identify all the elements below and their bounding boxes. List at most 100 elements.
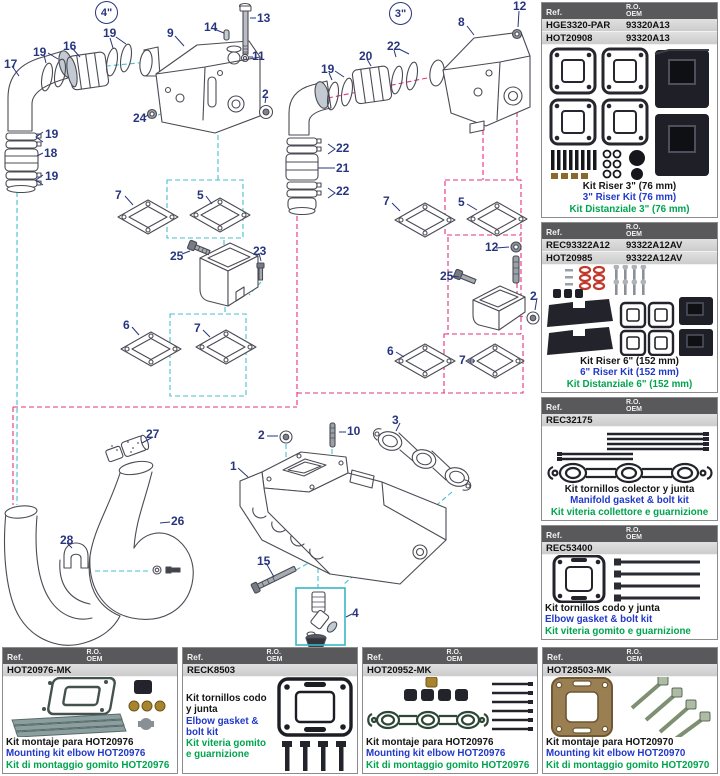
ro-oem-header: R.O.OEM	[626, 649, 643, 663]
callout-11: 11	[252, 49, 265, 63]
riser-3in-kit-image	[542, 45, 717, 181]
part-number-row[interactable]: HOT20952-MK	[363, 664, 537, 677]
part-ref[interactable]: RECK8503	[187, 665, 236, 676]
bolt-25b	[453, 268, 477, 285]
ro-oem-header: R.O.OEM	[446, 649, 463, 663]
ref-header: Ref.	[546, 530, 563, 540]
part-ref[interactable]: REC93322A12	[546, 240, 610, 251]
callout-16: 16	[63, 39, 77, 53]
callout-2: 2	[262, 87, 269, 101]
caption-it: Kit Distanziale 6" (152 mm)	[566, 378, 693, 390]
part-number-row[interactable]: RECK8503	[183, 664, 357, 677]
caption-es: Kit montaje para HOT20976	[366, 737, 494, 749]
part-ref[interactable]: HOT20908	[546, 33, 593, 44]
ref-header: Ref.	[7, 652, 24, 662]
kit-panel-riser-3in: Ref. R.O.OEM HGE3320-PAR 93320A13 HOT209…	[541, 2, 718, 218]
callout-14: 14	[204, 20, 218, 34]
kit-caption: Kit montaje para HOT20976 Mounting kit e…	[363, 737, 537, 773]
callout-21: 21	[336, 161, 350, 175]
caption-it: Kit viteria gomito e guarnizione	[186, 738, 267, 761]
spacer-block-3in	[472, 285, 526, 331]
kit-panel-riser-6in: Ref. R.O.OEM REC93322A12 93322A12AV HOT2…	[541, 222, 718, 393]
part-number-row[interactable]: HOT28503-MK	[543, 664, 717, 677]
kit-caption: Kit Riser 6" (152 mm) 6" Riser Kit (152 …	[542, 356, 717, 392]
part-ref[interactable]: HOT20952-MK	[367, 665, 432, 676]
ref-header: Ref.	[546, 402, 563, 412]
ref-header: Ref.	[547, 652, 564, 662]
caption-en: Elbow gasket & bolt kit	[186, 715, 259, 738]
manifold-gasket-3	[372, 428, 472, 491]
part-number-row[interactable]: REC93322A12 93322A12AV	[542, 239, 717, 252]
caption-es: Kit Riser 6" (152 mm)	[580, 356, 679, 368]
gasket-5b	[466, 201, 528, 237]
caption-en: Elbow gasket & bolt kit	[545, 614, 653, 626]
bolt-23	[256, 262, 265, 281]
callout-28: 28	[60, 533, 74, 547]
panel-header: Ref. R.O.OEM	[183, 648, 357, 664]
nut-11	[240, 53, 250, 63]
kit-caption: Kit tornillos codo y junta Elbow gasket …	[183, 677, 273, 773]
part-number-row[interactable]: HOT20908 93320A13	[542, 32, 717, 45]
caption-es: Kit montaje para HOT20976	[6, 737, 134, 749]
washer-and-screw	[152, 565, 181, 575]
exhaust-manifold-1	[239, 451, 447, 585]
callout-2: 2	[530, 289, 537, 303]
part-ref[interactable]: HGE3320-PAR	[546, 20, 611, 31]
mounting-kit-image	[363, 677, 537, 737]
anode-fitting-27	[105, 434, 150, 463]
callout-25: 25	[170, 249, 184, 263]
part-number-row[interactable]: HOT20976-MK	[3, 664, 177, 677]
gasket-7c	[394, 202, 456, 238]
riser-elbow-9	[139, 40, 261, 134]
gasket-6	[120, 331, 182, 367]
caption-es: Kit tornillos codo y junta	[545, 603, 660, 615]
caption-it: Kit viteria collettore e guarnizione	[550, 506, 709, 518]
hose-20-clamps	[326, 61, 419, 111]
ref-header: Ref.	[546, 7, 563, 17]
part-ref[interactable]: REC32175	[546, 415, 593, 426]
caption-it: Kit di montaggio gomito HOT20976	[6, 759, 170, 771]
part-oem: 93322A12AV	[626, 240, 683, 251]
item-4-highlight-box	[295, 587, 346, 646]
callout-7: 7	[194, 321, 201, 335]
callout-5: 5	[458, 195, 465, 209]
panel-header: Ref. R.O.OEM	[3, 648, 177, 664]
callout-27: 27	[146, 427, 160, 441]
kit-caption: Kit tornillos codo y junta Elbow gasket …	[542, 603, 717, 639]
plug-2b	[279, 430, 293, 444]
section-label-3inch: 3"	[389, 2, 412, 25]
callout-22: 22	[336, 141, 350, 155]
callout-26: 26	[171, 514, 185, 528]
callout-10: 10	[347, 424, 361, 438]
spacer-block-4in	[199, 242, 259, 307]
mounting-kit-image	[543, 677, 717, 738]
exploded-diagram-art	[4, 2, 540, 647]
part-number-row[interactable]: REC53400	[542, 542, 717, 555]
caption-en: 3" Riser Kit (76 mm)	[582, 192, 677, 204]
ro-oem-header: R.O.OEM	[86, 649, 103, 663]
pin-14	[223, 29, 230, 41]
part-number-row[interactable]: REC32175	[542, 414, 717, 427]
callout-13: 13	[257, 11, 271, 25]
callout-20: 20	[359, 49, 373, 63]
panel-header: Ref. R.O.OEM	[542, 526, 717, 542]
y-pipe-26	[4, 469, 194, 646]
callout-23: 23	[253, 244, 267, 258]
ro-oem-header: R.O.OEM	[626, 4, 642, 18]
part-ref[interactable]: HOT20985	[546, 253, 593, 264]
callout-leader-lines	[11, 10, 538, 618]
part-ref[interactable]: HOT28503-MK	[547, 665, 612, 676]
part-ref[interactable]: HOT20976-MK	[7, 665, 72, 676]
caption-it: Kit di montaggio gomito HOT20976	[366, 759, 530, 771]
panel-header: Ref. R.O.OEM	[542, 398, 717, 414]
caption-en: Mounting kit elbow HOT20976	[366, 748, 506, 760]
callout-19: 19	[321, 62, 335, 76]
part-ref[interactable]: REC53400	[546, 543, 593, 554]
kit-panel-hot20976-mk: Ref. R.O.OEM HOT20976-MK	[2, 647, 178, 774]
part-number-row[interactable]: HGE3320-PAR 93320A13	[542, 19, 717, 32]
part-number-row[interactable]: HOT20985 93322A12AV	[542, 252, 717, 265]
callout-15: 15	[257, 554, 271, 568]
plug-2	[258, 104, 274, 120]
